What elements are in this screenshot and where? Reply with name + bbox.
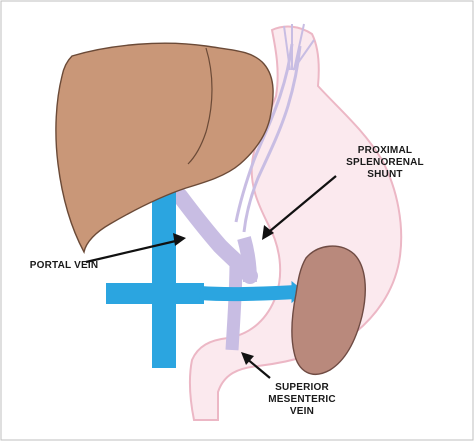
- arrows: [85, 175, 337, 379]
- arrow-portal-line: [85, 238, 181, 264]
- label-smv-line-3: VEIN: [289, 406, 315, 417]
- lavender-veins: [167, 23, 315, 351]
- esophageal-vein-fan-3: [293, 23, 305, 71]
- blue-veins: [106, 186, 305, 368]
- renal-vein-left-segment: [106, 283, 204, 304]
- label-portal-vein: PORTAL VEIN: [26, 260, 102, 272]
- inferior-vena-cava: [152, 186, 176, 368]
- arrow-shunt-line: [263, 175, 337, 237]
- arrow-portal-head: [173, 233, 186, 246]
- label-proximal-shunt: PROXIMAL SPLENORENAL SHUNT: [330, 145, 440, 181]
- label-smv-line-2: MESENTERIC: [268, 394, 336, 405]
- arrow-shunt-head: [262, 225, 274, 240]
- label-proximal-shunt-line-2: SPLENORENAL: [346, 157, 424, 168]
- esophageal-vein-fan-4: [292, 39, 315, 71]
- renal-vein-right-segment: [199, 285, 297, 302]
- esophageal-vein-fan-1: [283, 25, 291, 71]
- label-proximal-shunt-line-1: PROXIMAL: [357, 145, 413, 156]
- arrow-smv-head: [241, 352, 254, 365]
- label-superior-mesenteric-vein: SUPERIOR MESENTERIC VEIN: [254, 382, 350, 418]
- arrow-smv-line: [245, 357, 271, 379]
- splenorenal-shunt: [237, 236, 257, 283]
- superior-mesenteric-vein: [225, 261, 243, 351]
- label-portal-vein-text: PORTAL VEIN: [29, 260, 99, 271]
- liver-shape: [55, 42, 274, 255]
- esophageal-vein-2: [242, 45, 302, 233]
- label-smv-line-1: SUPERIOR: [275, 382, 329, 393]
- label-proximal-shunt-line-3: SHUNT: [367, 169, 403, 180]
- liver-lobe-line: [187, 47, 213, 165]
- spleen-shape: [291, 245, 366, 375]
